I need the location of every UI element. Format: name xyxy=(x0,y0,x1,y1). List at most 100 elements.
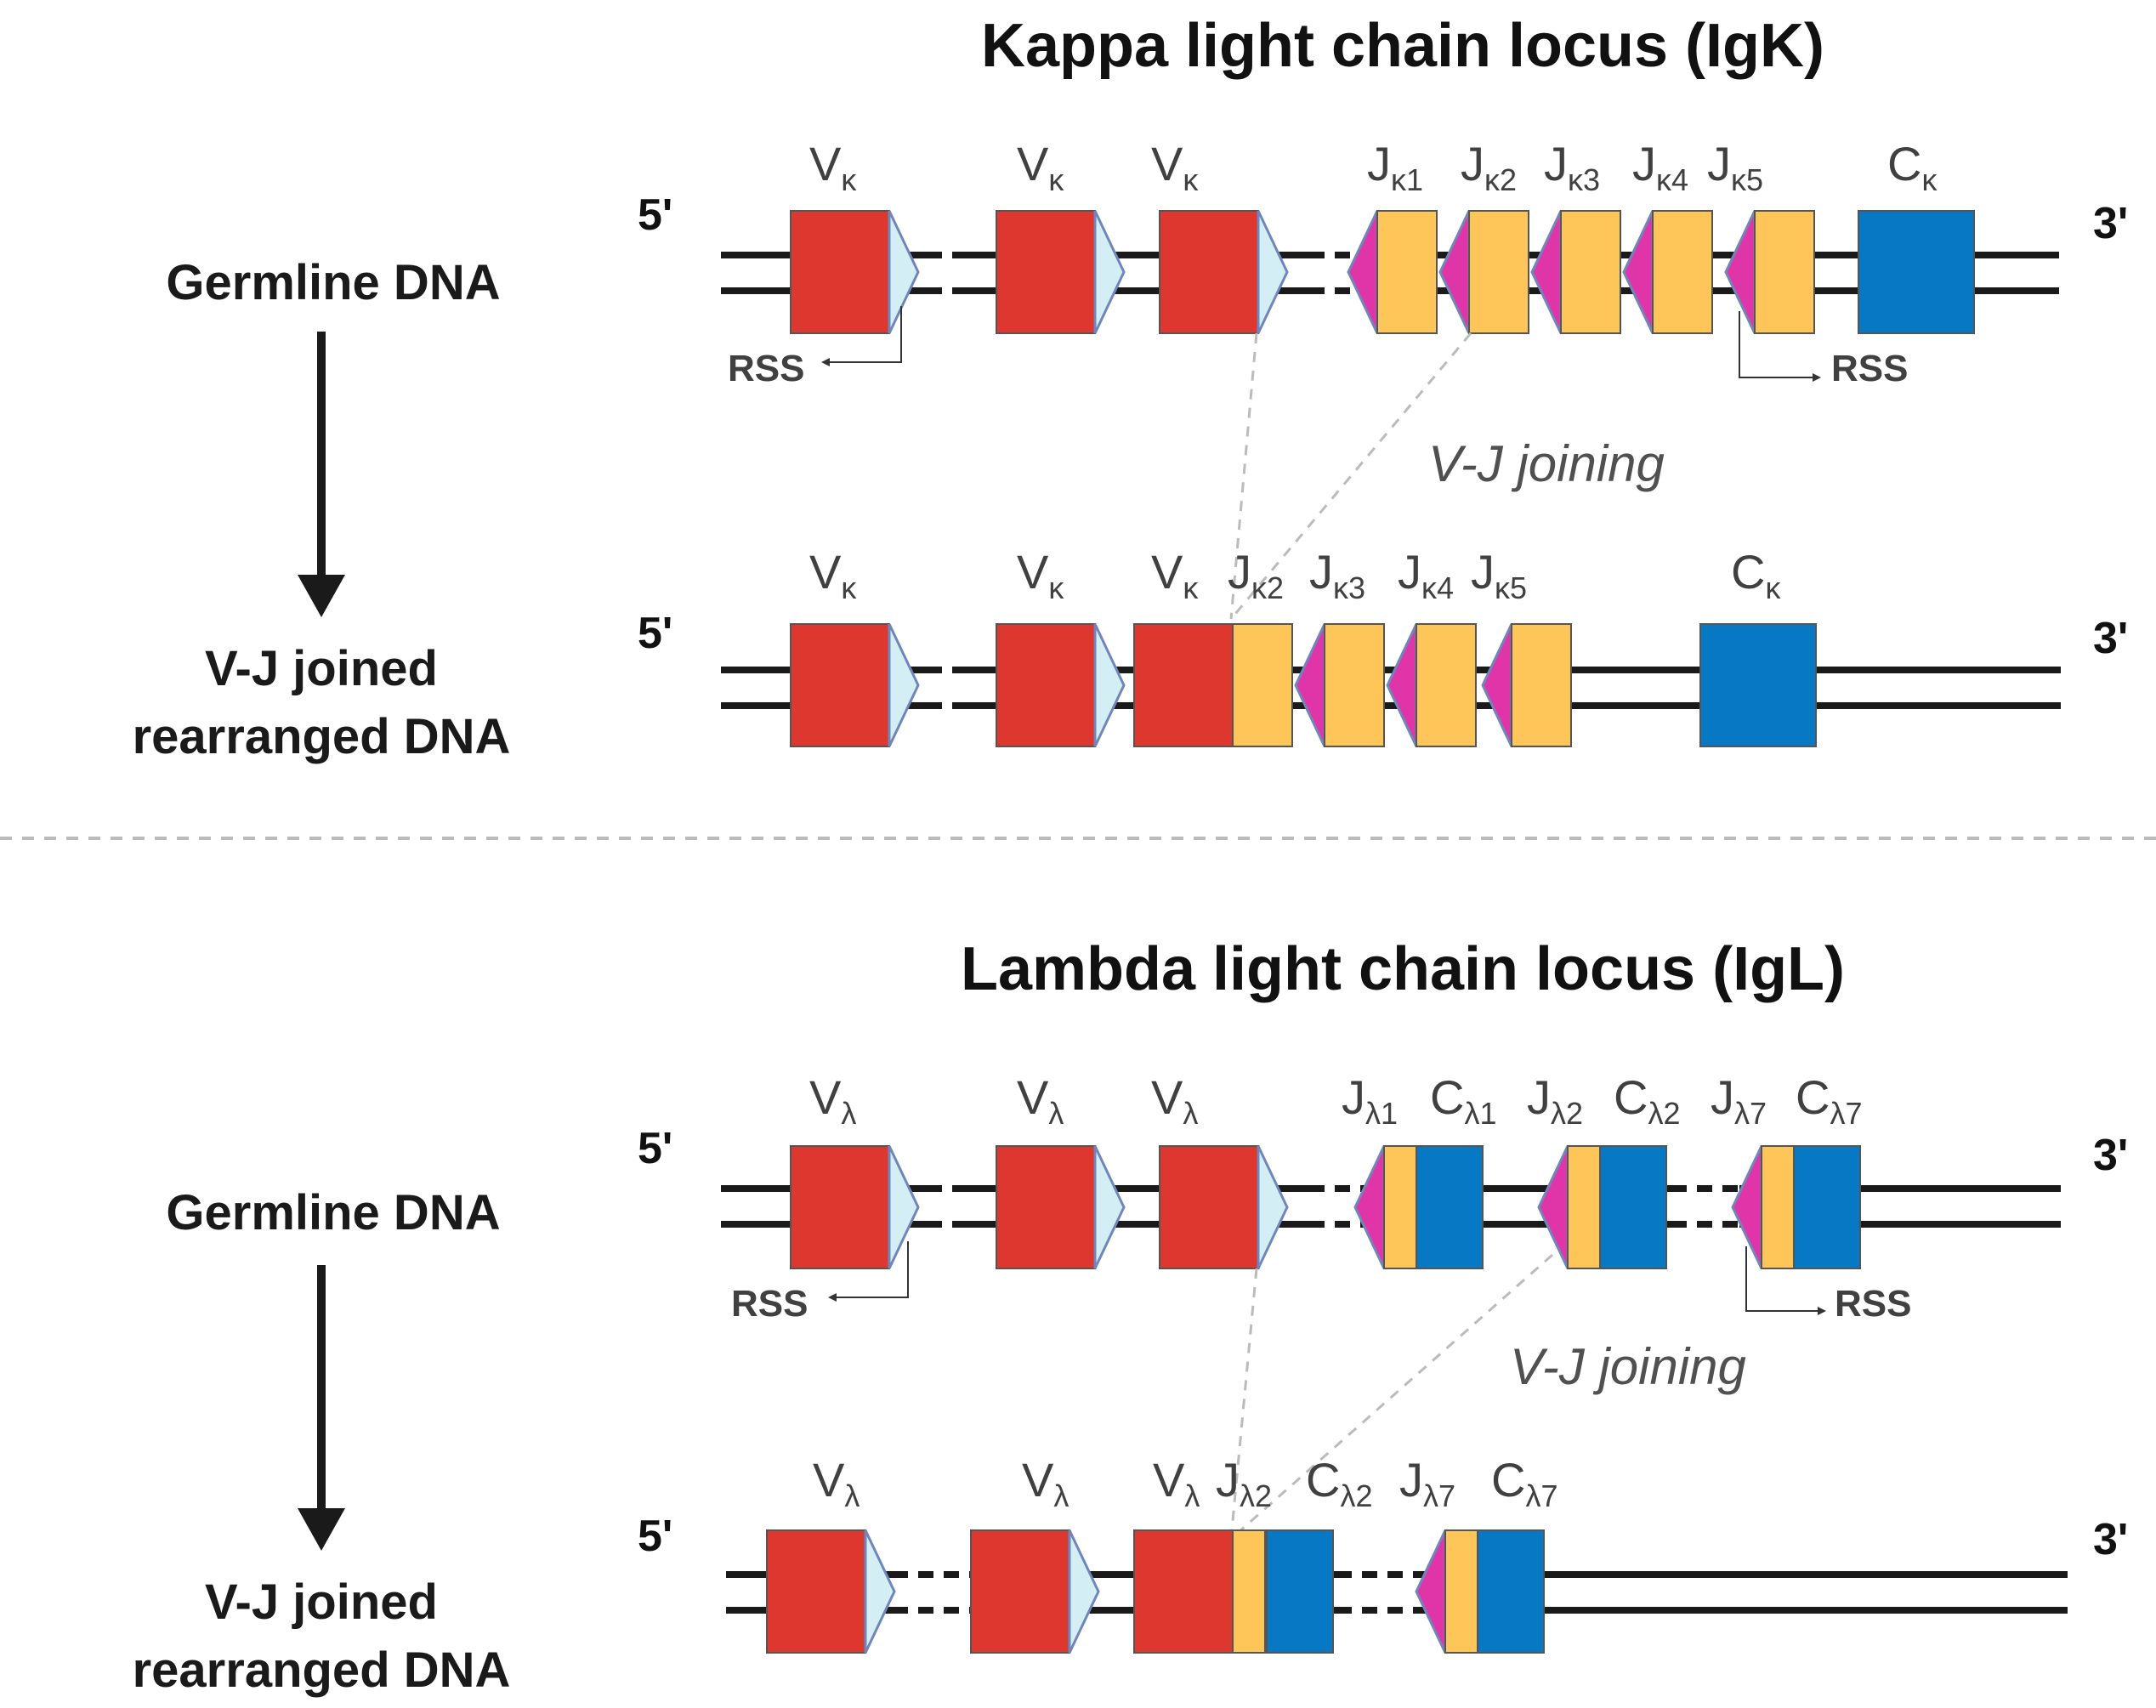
kappa-germline-j2-label: Jκ2 xyxy=(1461,137,1517,197)
lambda-section: Lambda light chain locus (IgL) Germline … xyxy=(133,935,2129,1698)
kappa-germline-j2-segment xyxy=(1468,210,1529,334)
kappa-germline-j1-segment xyxy=(1376,210,1438,334)
lambda-rearranged-v2-segment xyxy=(970,1529,1070,1654)
kappa-germline-j3-rss xyxy=(1530,210,1563,334)
kappa-germline-j4-segment xyxy=(1652,210,1713,334)
kappa-germline-v1-rss xyxy=(888,210,920,334)
lambda-rearranged-j7-segment xyxy=(1444,1529,1478,1654)
kappa-rearranged-v2-segment xyxy=(996,623,1096,747)
kappa-rearranged-5prime: 5' xyxy=(638,609,672,658)
kappa-rss-right-label: RSS xyxy=(1831,348,1908,389)
kappa-rearranged-row: 5' 3' Vκ Vκ Vκ xyxy=(638,545,2128,747)
lambda-germline-c7-label: Cλ7 xyxy=(1796,1070,1862,1131)
lambda-rearranged-5prime: 5' xyxy=(638,1512,672,1561)
kappa-germline-v3-label: Vκ xyxy=(1151,137,1199,197)
kappa-rss-left-label: RSS xyxy=(728,348,804,389)
kappa-rearranged-label-line1: V-J joined xyxy=(205,641,438,696)
lambda-rearranged-j2-segment xyxy=(1232,1529,1266,1654)
kappa-rearranged-j4-label: Jκ4 xyxy=(1398,545,1454,605)
kappa-process-arrow xyxy=(298,332,345,617)
lambda-germline-j1-rss xyxy=(1353,1145,1386,1269)
kappa-germline-v1-segment xyxy=(790,210,890,334)
lambda-rearranged-label-line2: rearranged DNA xyxy=(133,1643,511,1698)
lambda-rearranged-label-line1: V-J joined xyxy=(205,1575,438,1630)
kappa-rearranged-j3-rss xyxy=(1294,623,1326,747)
kappa-germline-j3-label: Jκ3 xyxy=(1544,137,1600,197)
kappa-rearranged-j2-label: Jκ2 xyxy=(1228,545,1284,605)
lambda-germline-v2-rss xyxy=(1093,1145,1126,1269)
kappa-germline-c-label: Cκ xyxy=(1887,137,1938,197)
lambda-rearranged-v2-label: Vλ xyxy=(1022,1453,1069,1513)
kappa-rearranged-v1-rss xyxy=(888,623,920,747)
lambda-rearranged-c2-segment xyxy=(1266,1529,1334,1654)
lambda-germline-j7-label: Jλ7 xyxy=(1711,1070,1767,1131)
lambda-rearranged-v1-label: Vλ xyxy=(813,1453,860,1513)
lambda-rearranged-j7-rss xyxy=(1415,1529,1447,1654)
lambda-joining-label: V-J joining xyxy=(1510,1338,1746,1395)
kappa-rearranged-j3-segment xyxy=(1324,623,1385,747)
kappa-germline-j1-label: Jκ1 xyxy=(1367,137,1423,197)
kappa-rearranged-v3-label: Vκ xyxy=(1151,545,1199,605)
lambda-rearranged-row: 5' 3' Vλ xyxy=(638,1453,2128,1654)
lambda-germline-3prime: 3' xyxy=(2093,1131,2128,1180)
kappa-germline-j4-rss xyxy=(1622,210,1654,334)
lambda-germline-5prime: 5' xyxy=(638,1124,672,1173)
lambda-rearranged-3prime: 3' xyxy=(2093,1515,2128,1564)
lambda-rearranged-j7-label: Jλ7 xyxy=(1399,1453,1455,1513)
kappa-rearranged-3prime: 3' xyxy=(2093,614,2128,663)
lambda-germline-label: Germline DNA xyxy=(166,1185,500,1240)
lambda-germline-v1-rss xyxy=(888,1145,920,1269)
lambda-rss-right-label: RSS xyxy=(1835,1283,1911,1325)
kappa-rearranged-c-label: Cκ xyxy=(1731,545,1781,605)
lambda-germline-c1-label: Cλ1 xyxy=(1430,1070,1496,1131)
lambda-rss-left-label: RSS xyxy=(731,1283,808,1325)
kappa-title: Kappa light chain locus (IgK) xyxy=(981,12,1824,80)
kappa-germline-j1-rss xyxy=(1347,210,1379,334)
lambda-rearranged-c7-label: Cλ7 xyxy=(1491,1453,1557,1513)
lambda-germline-row: 5' 3' xyxy=(638,1070,2128,1325)
lambda-germline-c7-segment xyxy=(1793,1145,1861,1269)
kappa-joining-label: V-J joining xyxy=(1428,435,1665,492)
kappa-germline-c-segment xyxy=(1858,210,1975,334)
lambda-joining-guides xyxy=(1229,1253,1553,1541)
kappa-rearranged-j4-segment xyxy=(1416,623,1477,747)
kappa-germline-v3-rss xyxy=(1257,210,1289,334)
kappa-section: Kappa light chain locus (IgK) Germline D… xyxy=(133,12,2129,764)
lambda-germline-c2-segment xyxy=(1599,1145,1667,1269)
kappa-rearranged-v1-segment xyxy=(790,623,890,747)
lambda-germline-v3-segment xyxy=(1159,1145,1259,1269)
lambda-rearranged-dna xyxy=(726,1571,2068,1614)
lambda-rearranged-c7-segment xyxy=(1477,1529,1545,1654)
kappa-germline-j2-rss xyxy=(1438,210,1471,334)
kappa-rearranged-j2-segment xyxy=(1232,623,1293,747)
lambda-process-arrow xyxy=(298,1265,345,1551)
lambda-rearranged-c2-label: Cλ2 xyxy=(1306,1453,1372,1513)
kappa-rearranged-j5-label: Jκ5 xyxy=(1471,545,1527,605)
kappa-joining-guides xyxy=(1229,332,1472,620)
lambda-germline-c1-segment xyxy=(1416,1145,1484,1269)
lambda-rss-left-pointer xyxy=(828,1241,909,1302)
kappa-rearranged-j5-rss xyxy=(1481,623,1513,747)
lambda-germline-j2-rss xyxy=(1537,1145,1569,1269)
lambda-germline-v2-label: Vλ xyxy=(1017,1070,1064,1131)
kappa-rearranged-label-line2: rearranged DNA xyxy=(133,709,511,764)
kappa-germline-j4-label: Jκ4 xyxy=(1632,137,1688,197)
kappa-rearranged-v1-label: Vκ xyxy=(809,545,857,605)
lambda-germline-j2-label: Jλ2 xyxy=(1527,1070,1583,1131)
lambda-rearranged-v3-segment xyxy=(1133,1529,1234,1654)
kappa-germline-v2-label: Vκ xyxy=(1017,137,1064,197)
lambda-rearranged-v2-rss xyxy=(1068,1529,1100,1654)
lambda-germline-v1-label: Vλ xyxy=(809,1070,856,1131)
lambda-germline-c2-label: Cλ2 xyxy=(1614,1070,1680,1131)
kappa-rearranged-v3-segment xyxy=(1133,623,1234,747)
kappa-germline-5prime: 5' xyxy=(638,190,672,240)
kappa-germline-j3-segment xyxy=(1560,210,1621,334)
kappa-rearranged-v2-label: Vκ xyxy=(1017,545,1064,605)
lambda-rearranged-v1-segment xyxy=(766,1529,866,1654)
kappa-germline-v3-segment xyxy=(1159,210,1259,334)
lambda-germline-v3-rss xyxy=(1257,1145,1289,1269)
lambda-title: Lambda light chain locus (IgL) xyxy=(961,935,1845,1003)
kappa-rearranged-c-segment xyxy=(1699,623,1817,747)
lambda-rearranged-v3-label: Vλ xyxy=(1153,1453,1200,1513)
lambda-germline-j1-segment xyxy=(1383,1145,1417,1269)
